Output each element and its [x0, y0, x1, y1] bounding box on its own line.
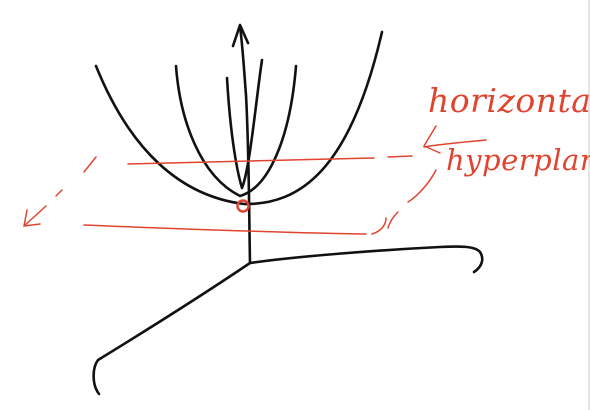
annotation-line2: hyperplane [446, 143, 590, 177]
hyperplane-left-arrowhead [23, 209, 41, 227]
hyperplane-right-edge [387, 169, 437, 229]
hyperplane-left-edge [23, 156, 97, 227]
hyperplane-top-edge [127, 157, 375, 165]
diagonal-axis [92, 261, 252, 396]
hyperplane-bottom-edge-end [371, 217, 387, 235]
outer-parabola [94, 30, 384, 206]
annotation-line1: horizontal [428, 81, 590, 120]
minimum-point-marker [236, 199, 250, 213]
vertical-axis-arrowhead [231, 23, 250, 48]
vertical-axis [238, 24, 252, 265]
hyperplane-top-edge-dash [387, 155, 413, 158]
middle-parabola [174, 64, 298, 198]
hyperplane-bottom-edge [83, 224, 367, 235]
label-pointer-arrowhead [423, 125, 441, 154]
right-axis [248, 245, 484, 274]
inner-parabola [225, 58, 264, 190]
label-pointer-arrow [423, 139, 487, 148]
